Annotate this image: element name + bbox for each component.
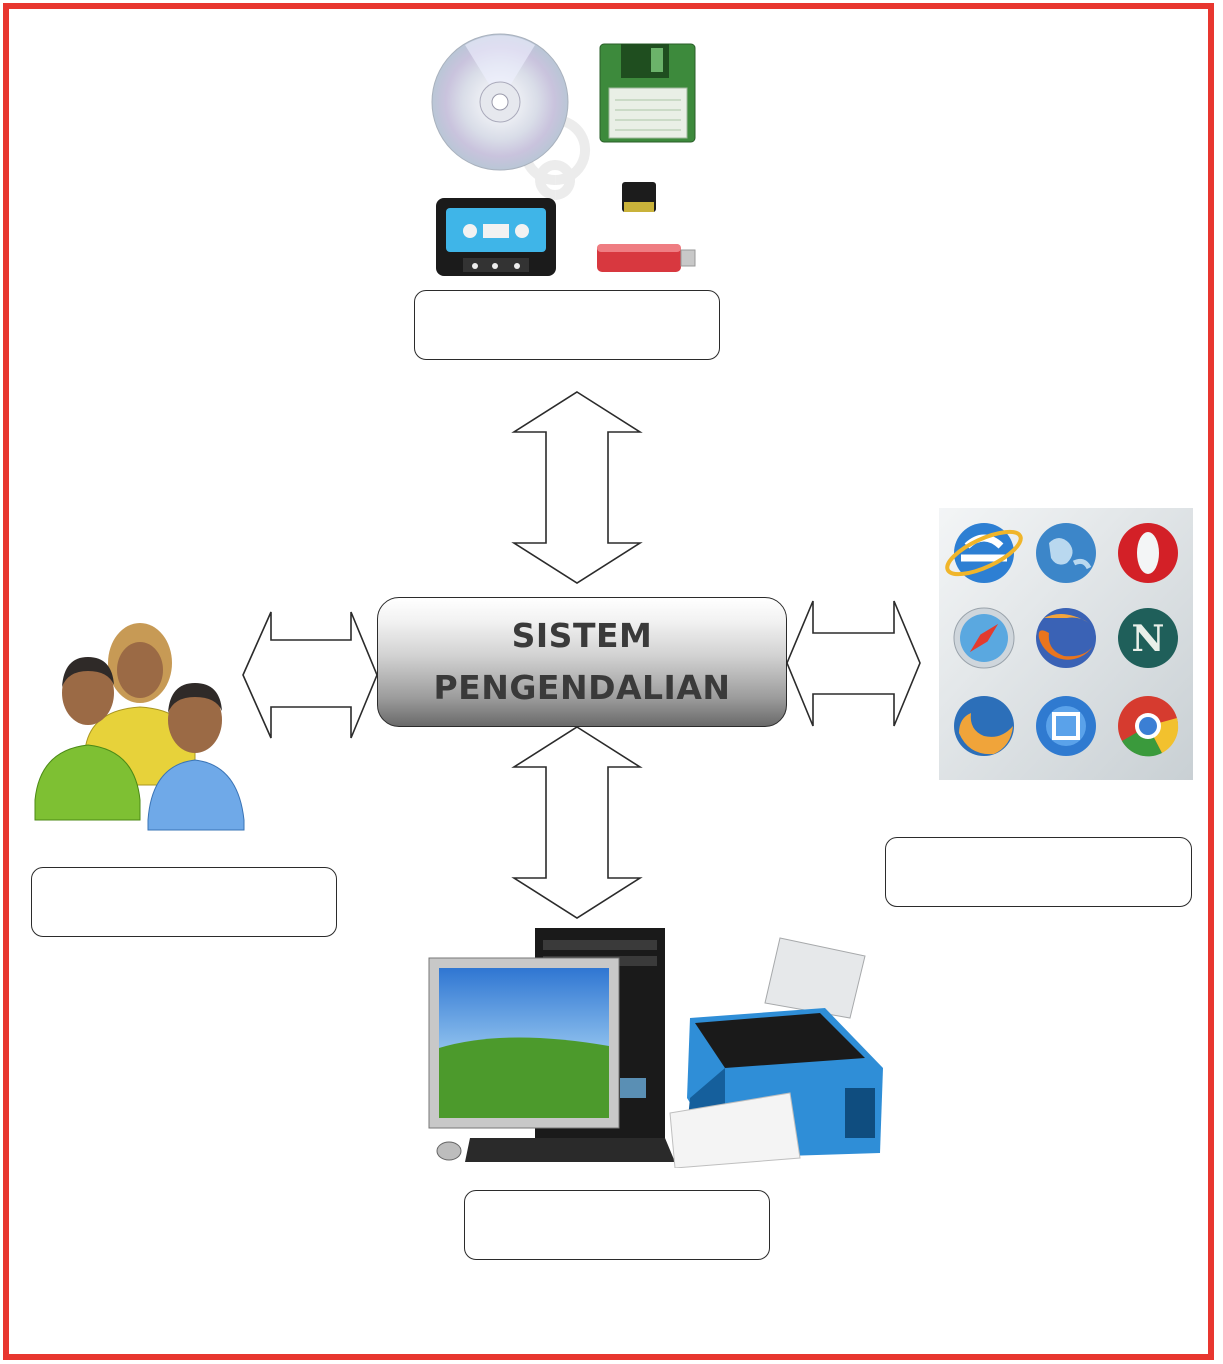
diagram-frame	[3, 3, 1214, 1360]
usb-flash-drive-icon	[597, 244, 696, 272]
svg-text:N: N	[1132, 618, 1165, 660]
printer-icon	[669, 937, 883, 1168]
browser-icons-panel: N	[939, 508, 1193, 780]
arrow-left-users	[242, 611, 378, 739]
center-label-line1: SISTEM	[511, 616, 653, 655]
chrome-icon	[1118, 696, 1179, 757]
software-label-box[interactable]	[885, 837, 1192, 907]
arrow-down-hardware	[511, 726, 643, 919]
internet-explorer-icon	[945, 523, 1023, 583]
opera-icon	[1118, 523, 1178, 583]
globe-browser-icon	[1036, 523, 1096, 583]
users-label-box[interactable]	[31, 867, 337, 937]
storage-label-box[interactable]	[414, 290, 720, 360]
floppy-disk-icon	[599, 43, 696, 143]
mouse-icon	[436, 1141, 462, 1161]
keyboard-icon	[465, 1138, 675, 1162]
user-group-icon	[34, 623, 245, 831]
cd-disc-icon	[431, 33, 569, 171]
maxthon-icon	[1036, 696, 1096, 756]
control-system-box: SISTEM PENGENDALIAN	[377, 597, 787, 727]
firefox-alt-icon	[954, 696, 1014, 756]
firefox-icon	[1036, 608, 1096, 668]
desktop-monitor-icon	[428, 957, 620, 1129]
center-label-line2: PENGENDALIAN	[433, 668, 731, 707]
cassette-tape-icon	[436, 198, 556, 276]
safari-icon	[953, 607, 1015, 669]
storage-media-group	[431, 33, 696, 276]
arrow-right-software	[786, 600, 921, 727]
hardware-group	[428, 928, 883, 1168]
arrow-up-storage	[511, 391, 643, 584]
hardware-label-box[interactable]	[464, 1190, 770, 1260]
memory-card-icon	[622, 182, 656, 212]
netscape-icon: N	[1118, 608, 1178, 668]
